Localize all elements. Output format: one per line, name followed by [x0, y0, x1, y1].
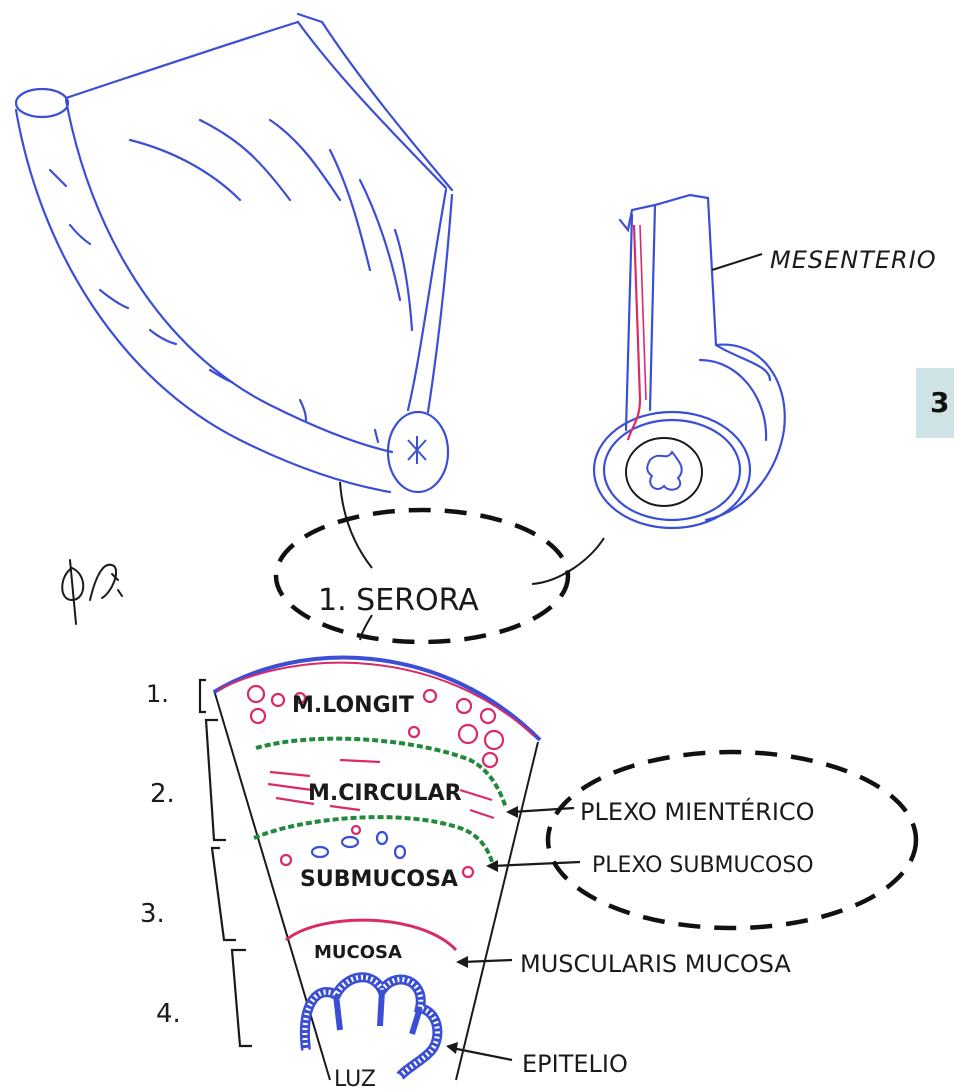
mesenterio-label: MESENTERIO — [770, 246, 937, 274]
mucosa-label: MUCOSA — [314, 942, 402, 963]
layer-number-1: 1. — [146, 680, 169, 708]
plexo-mienterico-label: PLEXO MIENTÉRICO — [580, 797, 815, 826]
signature-mark — [62, 560, 122, 624]
lumen-symbol-large — [626, 438, 702, 506]
serosa-leader-left — [340, 482, 372, 568]
intestine-loop-drawing — [16, 14, 452, 492]
plexus-dashed-highlight — [548, 752, 916, 928]
mesenterio-leader — [712, 254, 762, 270]
m-longit-label: M.LONGIT — [292, 693, 414, 718]
serosa-label: 1. SERORA — [318, 583, 479, 618]
layer-brackets — [200, 680, 252, 1046]
layer-number-3: 3. — [140, 899, 165, 929]
luz-label: LUZ — [334, 1067, 376, 1090]
m-circular-label: M.CIRCULAR — [308, 781, 462, 806]
page-number-badge: 3 — [916, 368, 954, 438]
epitelio-label: EPITELIO — [522, 1050, 628, 1078]
serosa-dashed-highlight — [276, 510, 568, 642]
lumen-symbol-small — [408, 436, 426, 464]
plexo-submucoso-label: PLEXO SUBMUCOSO — [592, 853, 814, 878]
mesentery-drawing — [594, 195, 785, 528]
submucosa-label: SUBMUCOSA — [300, 867, 458, 892]
layer-number-4: 4. — [156, 999, 181, 1029]
muscularis-mucosa-label: MUSCULARIS MUCOSA — [520, 950, 791, 978]
layer-number-2: 2. — [150, 779, 175, 809]
right-leaders — [452, 808, 580, 1060]
